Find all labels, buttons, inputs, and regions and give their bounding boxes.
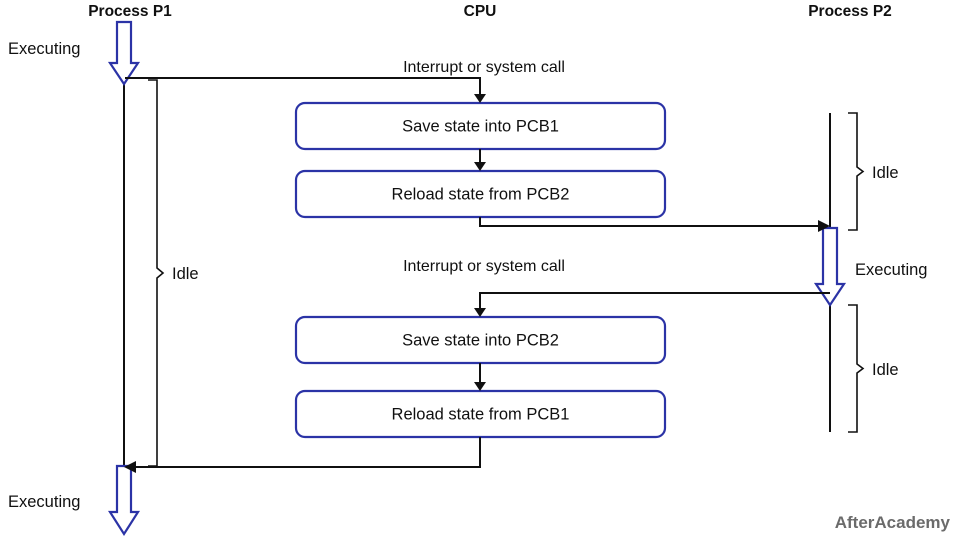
p2-idle-bracket-top	[848, 112, 865, 231]
arrowhead-into-reload-pcb2	[474, 162, 486, 171]
connector-cpu-to-p2	[479, 217, 824, 227]
p2-idle-bracket-bottom	[848, 304, 865, 433]
arrowhead-into-p2	[818, 220, 830, 232]
flowbox-save-pcb2-label: Save state into PCB2	[402, 331, 559, 349]
p1-executing-label-bottom: Executing	[8, 493, 80, 511]
arrowhead-into-reload-pcb1	[474, 382, 486, 391]
p2-executing-arrow	[813, 226, 847, 307]
connector-p1-to-cpu	[125, 77, 481, 94]
p2-executing-label: Executing	[855, 261, 927, 279]
arrowhead-into-save-pcb1	[474, 94, 486, 103]
connector-cpu-to-p1	[130, 437, 481, 468]
lane-title-process-p2: Process P2	[808, 3, 892, 20]
p1-idle-label: Idle	[172, 265, 199, 283]
p1-executing-label-top: Executing	[8, 40, 80, 58]
p1-executing-arrow-bottom	[107, 464, 141, 537]
p2-idle-label-bottom: Idle	[872, 361, 899, 379]
arrowhead-into-save-pcb2	[474, 308, 486, 317]
arrowhead-into-p1	[124, 461, 136, 473]
lane-title-process-p1: Process P1	[88, 3, 172, 20]
p2-idle-label-top: Idle	[872, 164, 899, 182]
connector-p2-to-cpu	[479, 292, 830, 308]
watermark-afteracademy: AfterAcademy	[835, 513, 951, 532]
flowbox-save-pcb1-label: Save state into PCB1	[402, 117, 559, 135]
edge-label-interrupt-middle: Interrupt or system call	[403, 258, 565, 275]
p1-idle-bracket	[148, 79, 165, 467]
lane-title-cpu: CPU	[464, 3, 497, 20]
p1-executing-arrow-top	[107, 20, 141, 86]
flowbox-reload-pcb2-label: Reload state from PCB2	[392, 185, 570, 203]
flowbox-reload-pcb1-label: Reload state from PCB1	[392, 405, 570, 423]
edge-label-interrupt-top: Interrupt or system call	[403, 59, 565, 76]
